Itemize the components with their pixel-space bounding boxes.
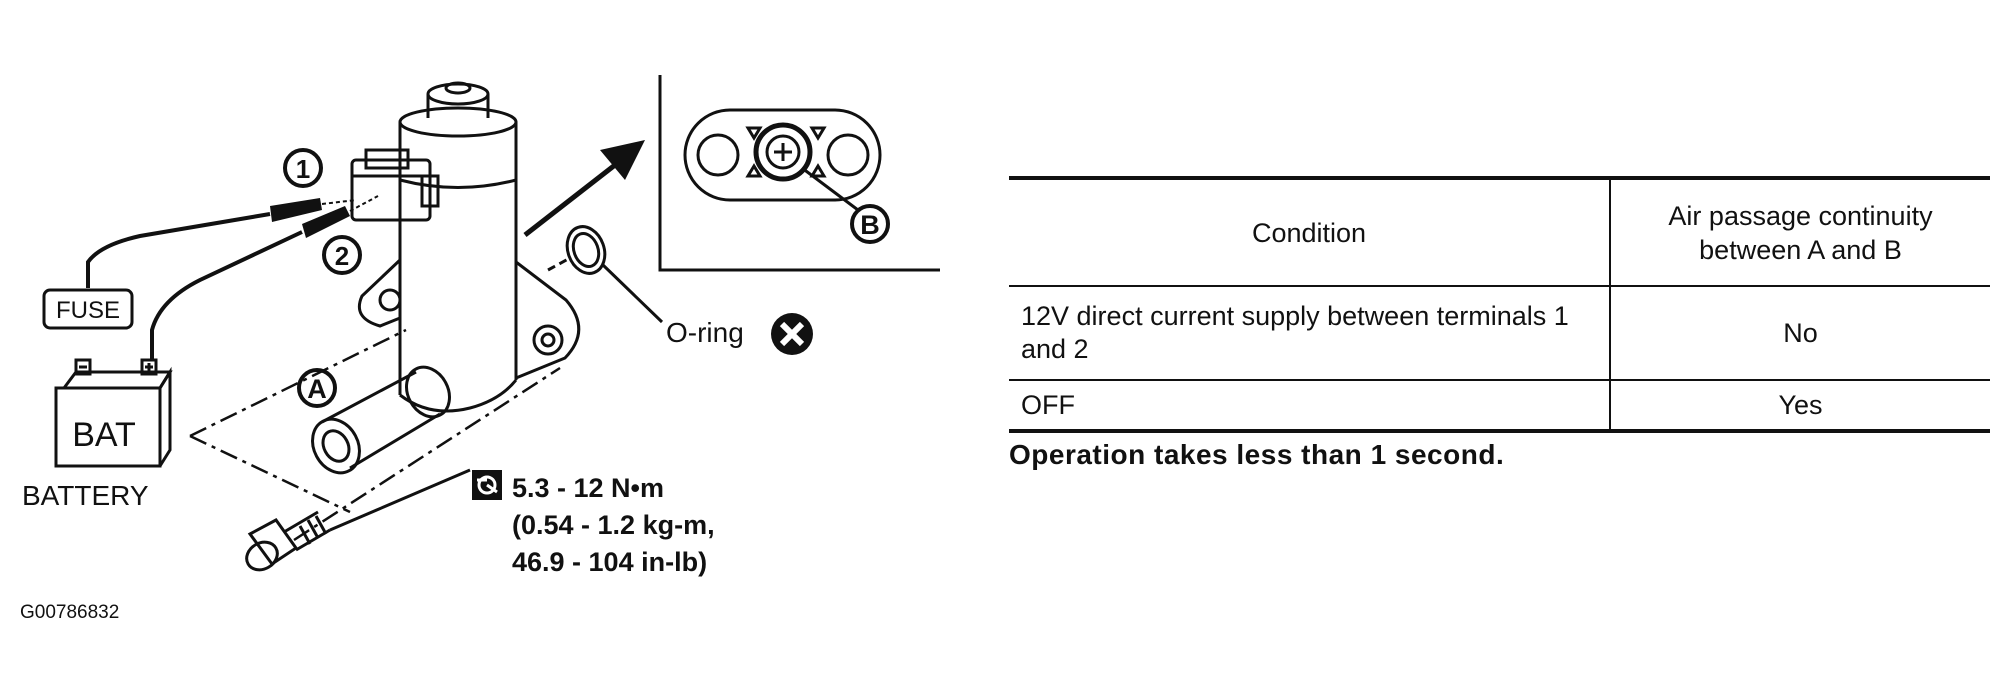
battery-label: BATTERY [22, 480, 149, 511]
bat-label: BAT [72, 416, 136, 454]
cell-continuity: No [1610, 286, 1990, 381]
battery-icon [54, 358, 173, 468]
probe-1 [270, 198, 357, 222]
svg-text:FUSE: FUSE [56, 297, 120, 324]
callout-a: A [297, 368, 337, 408]
probe-2 [302, 195, 379, 238]
test-leads [86, 212, 303, 360]
condition-table-section: Condition Air passage continuity between… [1009, 176, 1990, 471]
o-ring [547, 225, 664, 324]
svg-text:A: A [307, 374, 327, 404]
cell-condition: OFF [1009, 380, 1611, 431]
do-not-reuse-x-icon [771, 313, 813, 355]
header-condition: Condition [1009, 178, 1611, 286]
cell-condition: 12V direct current supply between termin… [1009, 286, 1611, 381]
svg-text:B: B [860, 210, 880, 240]
figure-code: G00786832 [20, 602, 120, 623]
inset-frame [658, 75, 940, 272]
solenoid-valve-diagram: B O-ring [22, 75, 940, 577]
table-row: 12V direct current supply between termin… [1009, 286, 1990, 381]
callout-b: B [850, 204, 890, 244]
condition-table: Condition Air passage continuity between… [1009, 176, 1990, 433]
table-row: OFF Yes [1009, 380, 1990, 431]
reference-lines [189, 328, 561, 542]
gasket-port-view [683, 108, 882, 212]
svg-text:1: 1 [296, 154, 310, 184]
torque-value-kgm: (0.54 - 1.2 kg-m, [512, 510, 715, 540]
connector [350, 148, 440, 222]
solenoid-valve [311, 81, 581, 475]
bolt-icon [245, 468, 471, 572]
callout-2: 2 [322, 235, 362, 275]
torque-wrench-icon [472, 470, 502, 500]
oring-label: O-ring [666, 317, 744, 348]
cell-continuity: Yes [1778, 389, 1823, 420]
pointer-arrow [523, 140, 645, 237]
torque-value-inlb: 46.9 - 104 in-lb) [512, 547, 707, 577]
svg-text:2: 2 [335, 241, 349, 271]
callout-1: 1 [283, 148, 323, 188]
operation-note: Operation takes less than 1 second. [1009, 439, 1505, 470]
fuse-icon: FUSE [42, 288, 134, 330]
table-header-row: Condition Air passage continuity between… [1009, 178, 1990, 286]
torque-value-nm: 5.3 - 12 N•m [512, 473, 664, 503]
header-continuity: Air passage continuity between A and B [1668, 200, 1933, 265]
